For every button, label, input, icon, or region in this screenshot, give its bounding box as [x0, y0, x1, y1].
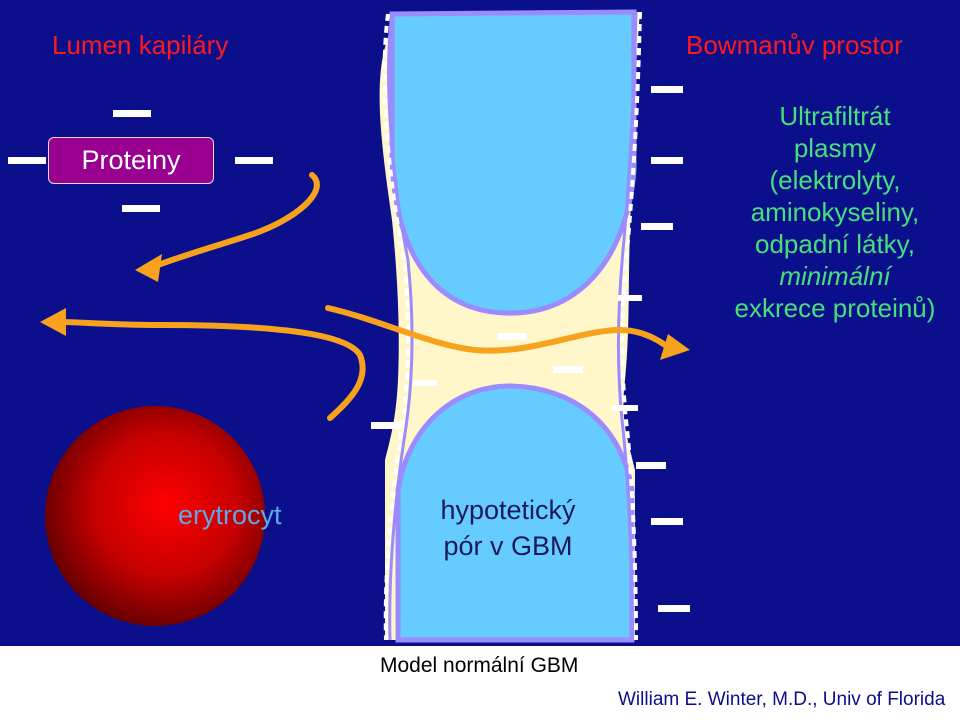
right-boundary [620, 11, 642, 641]
ultrafiltrate-line: minimální [779, 261, 891, 291]
filtration-arrow [325, 305, 690, 360]
erythrocyte-cell [45, 406, 265, 626]
ultrafiltrate-line: plasmy [793, 133, 877, 163]
proteins-label: Proteiny [48, 137, 214, 184]
ultrafiltrate-line: odpadní látky, [755, 229, 915, 259]
left-boundary [382, 13, 411, 641]
pore-line: pór v GBM [443, 531, 573, 561]
bowman-space-label: Bowmanův prostor [686, 30, 903, 60]
ultrafiltrate-line: (elektrolyty, [769, 165, 901, 195]
ultrafiltrate-line: aminokyseliny, [750, 197, 920, 227]
pore-line: hypotetický [440, 495, 576, 525]
ultrafiltrate-line: Ultrafiltrát [779, 101, 891, 131]
negative-charges [8, 86, 690, 612]
pore-label: hypotetický pór v GBM [398, 492, 618, 564]
footer: Model normální GBM William E. Winter, M.… [0, 646, 960, 724]
lumen-label: Lumen kapiláry [52, 30, 229, 60]
model-caption: Model normální GBM [380, 654, 579, 677]
return-arrow [40, 308, 366, 421]
erythrocyte-label: erytrocyt [178, 500, 282, 530]
reflection-arrow [135, 172, 320, 282]
ultrafiltrate-line: exkrece proteinů) [734, 293, 936, 323]
ultrafiltrate-text: Ultrafiltrát plasmy (elektrolyty, aminok… [700, 100, 960, 324]
upper-cell [389, 9, 637, 316]
credit-caption: William E. Winter, M.D., Univ of Florida [618, 689, 946, 710]
